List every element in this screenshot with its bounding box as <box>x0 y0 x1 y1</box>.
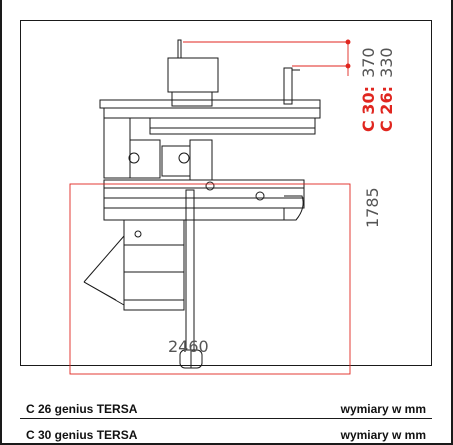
motor-housing <box>167 57 219 93</box>
unit-note: wymiary w mm <box>340 428 426 442</box>
height-label-c30: C 30: 370 <box>359 47 378 132</box>
overall-width-outline <box>69 183 351 375</box>
height-label-c26: C 26: 330 <box>377 47 396 132</box>
machine-body-left <box>103 117 131 179</box>
depth-dimension-label: 1785 <box>363 187 382 228</box>
spec-row-c30: C 30 genius TERSA wymiary w mm <box>20 425 432 445</box>
spec-row-c26: C 26 genius TERSA wymiary w mm <box>20 399 432 419</box>
extension-pole <box>185 189 195 351</box>
machine-drawing: 2460 1785 C 30: 370 C 26: 330 <box>69 39 396 375</box>
support-frame <box>123 219 185 311</box>
width-dimension-label: 2460 <box>168 337 209 356</box>
spec-divider <box>20 418 432 419</box>
drawing-box <box>20 20 432 366</box>
unit-note: wymiary w mm <box>340 402 426 416</box>
model-name: C 26 genius TERSA <box>26 402 138 416</box>
model-name: C 30 genius TERSA <box>26 428 138 442</box>
